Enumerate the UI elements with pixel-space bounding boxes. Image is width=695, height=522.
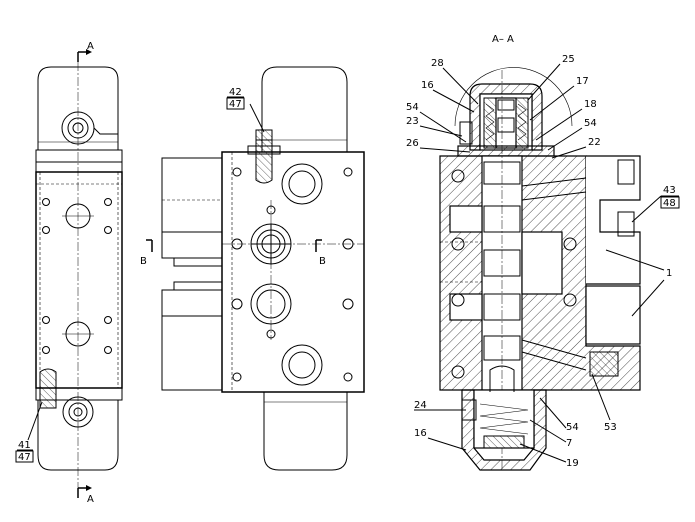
callout-48: 48	[663, 198, 676, 209]
callout-28: 28	[431, 58, 444, 69]
callout-22: 22	[588, 137, 601, 148]
callout-18: 18	[584, 99, 597, 110]
section-title: A– A	[492, 34, 514, 45]
section-b-left-label: B	[140, 256, 147, 267]
callout-54-bottom: 54	[566, 422, 579, 433]
callout-16-bottom: 16	[414, 428, 427, 439]
callout-24: 24	[414, 400, 427, 411]
callout-47-bottom: 47	[18, 452, 31, 463]
callout-54-left: 54	[406, 102, 419, 113]
callout-25: 25	[562, 54, 575, 65]
callout-23: 23	[406, 116, 419, 127]
section-b-right-label: B	[319, 256, 326, 267]
callout-47-top: 47	[229, 99, 242, 110]
callout-43: 43	[663, 185, 676, 196]
callout-26: 26	[406, 138, 419, 149]
callout-41: 41	[18, 440, 31, 451]
side-view: A A	[15, 41, 123, 505]
section-a-bottom-label: A	[87, 494, 94, 505]
section-aa-view: A– A	[406, 34, 680, 471]
callout-53: 53	[604, 422, 617, 433]
callout-7: 7	[566, 438, 572, 449]
callout-1: 1	[666, 268, 672, 279]
front-view: 42 47 B B	[140, 66, 365, 471]
section-a-top-label: A	[87, 41, 94, 52]
callout-42: 42	[229, 87, 242, 98]
callout-17: 17	[576, 76, 589, 87]
callout-19: 19	[566, 458, 579, 469]
callout-54-right: 54	[584, 118, 597, 129]
callout-16-top: 16	[421, 80, 434, 91]
